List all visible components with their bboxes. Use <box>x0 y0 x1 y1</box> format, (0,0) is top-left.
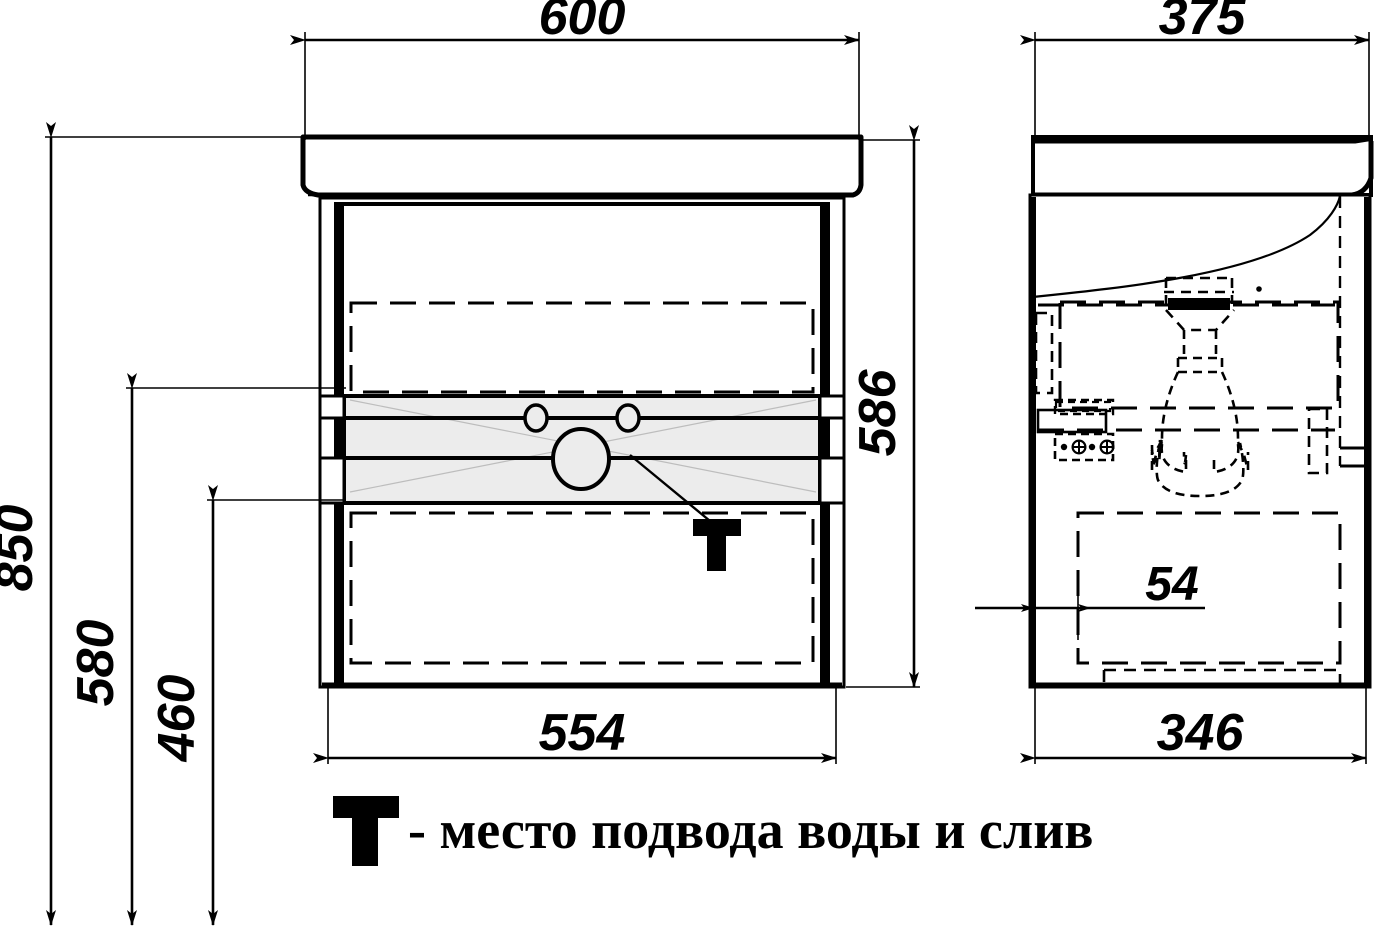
basin-underside-curve <box>1032 195 1342 299</box>
front-lower-drawer-hidden <box>349 511 815 665</box>
dim-label-375: 375 <box>1159 0 1247 46</box>
dim-554 <box>313 688 837 764</box>
side-basin <box>1031 135 1374 198</box>
dim-label-580: 580 <box>67 620 125 707</box>
leader-line-to-t <box>629 454 711 522</box>
dim-580 <box>126 373 346 926</box>
dim-54 <box>975 575 1205 640</box>
drain-hole <box>551 427 611 491</box>
front-upper-drawer-hidden <box>349 301 815 394</box>
siphon-assembly-hidden <box>1150 276 1250 498</box>
t-symbol-marker <box>693 519 741 571</box>
dim-label-346: 346 <box>1157 704 1245 762</box>
dim-label-554: 554 <box>539 704 626 762</box>
wall-bracket-detail <box>1034 311 1367 475</box>
dim-label-850: 850 <box>0 505 44 592</box>
dim-label-460: 460 <box>148 675 206 763</box>
dim-label-54: 54 <box>1145 558 1198 611</box>
dim-586 <box>846 125 920 688</box>
tap-hole-left <box>523 403 549 433</box>
dim-460 <box>207 485 346 926</box>
dim-600 <box>290 32 860 140</box>
front-cutout-panel <box>318 394 846 505</box>
dim-850 <box>45 122 305 926</box>
tap-hole-right <box>615 403 641 433</box>
center-dot <box>1256 286 1262 292</box>
legend-row: - место подвода воды и слив <box>333 796 1093 866</box>
dim-label-586: 586 <box>849 369 907 457</box>
side-view <box>1028 135 1374 689</box>
dim-346 <box>1020 688 1367 764</box>
front-basin <box>300 134 864 202</box>
front-view <box>300 134 864 689</box>
side-plinth-hidden <box>1104 668 1342 685</box>
dim-label-600: 600 <box>539 0 626 46</box>
legend-text: - место подвода воды и слив <box>408 800 1093 860</box>
legend-t-icon <box>333 796 399 866</box>
dim-375 <box>1020 32 1370 140</box>
